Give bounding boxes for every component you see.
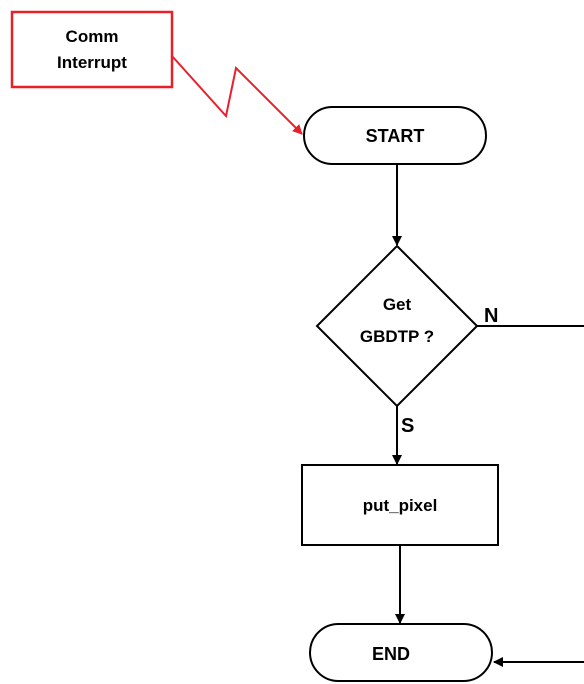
interrupt-label-line1: Comm xyxy=(66,27,119,46)
start-label: START xyxy=(366,126,425,146)
yes-branch-label: S xyxy=(401,415,414,437)
interrupt-label-line2: Interrupt xyxy=(57,53,127,72)
end-terminator: END xyxy=(309,623,493,682)
start-terminator: START xyxy=(303,106,487,165)
put-pixel-process: put_pixel xyxy=(301,464,499,546)
decision-label-line2: GBDTP ? xyxy=(360,327,434,346)
process-label: put_pixel xyxy=(363,496,438,515)
no-branch-label: N xyxy=(484,305,498,327)
comm-interrupt-node: Comm Interrupt xyxy=(10,10,174,89)
decision-node: Get GBDTP ? xyxy=(315,244,479,408)
end-label: END xyxy=(372,644,410,664)
interrupt-lightning-arrow xyxy=(171,55,303,135)
decision-label-line1: Get xyxy=(383,295,412,314)
